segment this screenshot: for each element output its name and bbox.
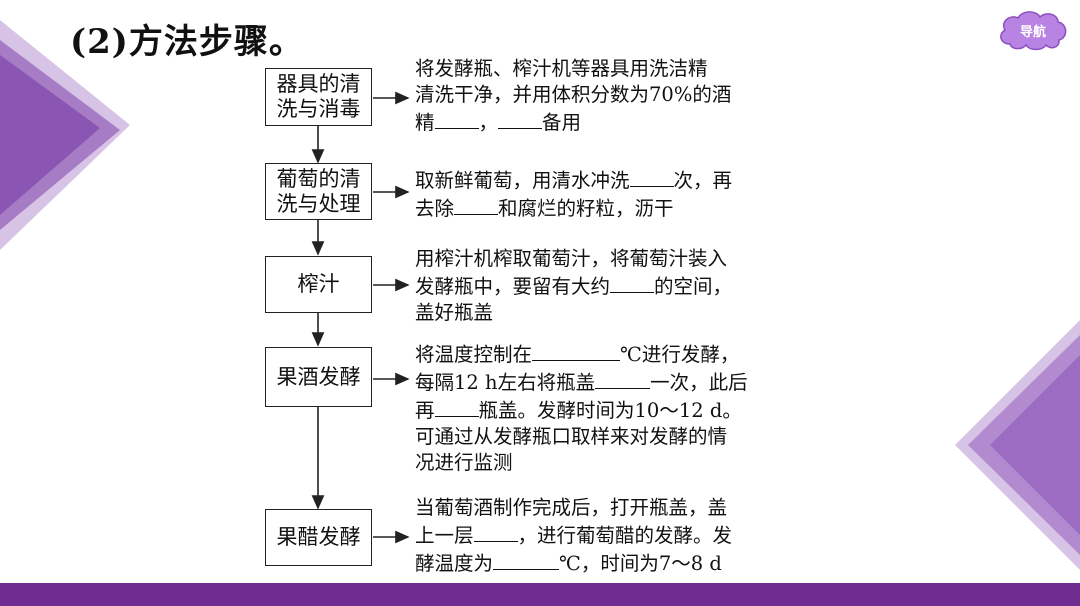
desc-text: 上一层 bbox=[415, 524, 474, 547]
step-box-cleaning: 器具的清洗与消毒 bbox=[265, 68, 372, 126]
slide-title: (2)方法步骤。 bbox=[70, 22, 304, 62]
fill-in-blank bbox=[595, 368, 651, 389]
fill-in-blank bbox=[498, 108, 543, 129]
desc-text: 发酵瓶中，要留有大约 bbox=[415, 275, 611, 298]
desc-text: ℃，时间为7～8 d bbox=[559, 552, 722, 575]
desc-text: 用榨汁机榨取葡萄汁，将葡萄汁装入 bbox=[415, 247, 728, 270]
desc-line: 将发酵瓶、榨汁机等器具用洗洁精 bbox=[415, 56, 835, 82]
desc-text: 瓶盖。发酵时间为10～12 d。 bbox=[478, 399, 742, 422]
desc-text: ， bbox=[478, 111, 499, 134]
desc-line: 精 ， 备用 bbox=[415, 108, 835, 136]
step-desc-juicing: 用榨汁机榨取葡萄汁，将葡萄汁装入发酵瓶中，要留有大约 的空间， 盖好瓶盖 bbox=[415, 246, 835, 326]
desc-line: 可通过从发酵瓶口取样来对发酵的情 bbox=[415, 424, 835, 450]
desc-text: 每隔12 h左右将瓶盖 bbox=[415, 371, 596, 394]
fill-in-blank bbox=[434, 108, 479, 129]
desc-text: 精 bbox=[415, 111, 435, 134]
step-box-vinegar-fermentation: 果醋发酵 bbox=[265, 509, 372, 566]
desc-line: 况进行监测 bbox=[415, 450, 835, 476]
desc-line: 去除 和腐烂的籽粒，沥干 bbox=[415, 194, 835, 222]
desc-text: 盖好瓶盖 bbox=[415, 301, 494, 324]
step-box-grape-processing: 葡萄的清洗与处理 bbox=[265, 163, 372, 220]
desc-text: 去除 bbox=[415, 197, 455, 220]
desc-text: 将发酵瓶、榨汁机等器具用洗洁精 bbox=[415, 57, 708, 80]
desc-text: 和腐烂的籽粒，沥干 bbox=[498, 197, 674, 220]
desc-line: 取新鲜葡萄，用清水冲洗 次，再 bbox=[415, 166, 835, 194]
desc-text: 次，再 bbox=[673, 169, 733, 192]
fill-in-blank bbox=[629, 166, 674, 187]
desc-text: 将温度控制在 bbox=[415, 343, 533, 366]
desc-line: 清洗干净，并用体积分数为70%的酒 bbox=[415, 82, 835, 108]
nav-button[interactable]: 导航 bbox=[996, 8, 1070, 52]
desc-text: 酵温度为 bbox=[415, 552, 494, 575]
fill-in-blank bbox=[493, 549, 560, 570]
desc-text: 的空间， bbox=[654, 275, 733, 298]
step-desc-grape-processing: 取新鲜葡萄，用清水冲洗 次，再去除 和腐烂的籽粒，沥干 bbox=[415, 166, 835, 222]
step-box-wine-fermentation: 果酒发酵 bbox=[265, 347, 372, 407]
step-desc-cleaning: 将发酵瓶、榨汁机等器具用洗洁精清洗干净，并用体积分数为70%的酒精 ， 备用 bbox=[415, 56, 835, 136]
fill-in-blank bbox=[532, 340, 621, 361]
desc-text: ，进行葡萄醋的发酵。发 bbox=[517, 524, 733, 547]
fill-in-blank bbox=[610, 272, 655, 293]
fill-in-blank bbox=[473, 521, 518, 542]
desc-text: ℃进行发酵， bbox=[620, 343, 740, 366]
desc-text: 当葡萄酒制作完成后，打开瓶盖，盖 bbox=[415, 496, 728, 519]
desc-text: 一次，此后 bbox=[650, 371, 748, 394]
desc-text: 再 bbox=[415, 399, 435, 422]
nav-label: 导航 bbox=[1019, 24, 1046, 40]
desc-line: 上一层 ，进行葡萄醋的发酵。发 bbox=[415, 521, 835, 549]
step-desc-wine-fermentation: 将温度控制在 ℃进行发酵， 每隔12 h左右将瓶盖 一次，此后再 瓶盖。发酵时间为10～… bbox=[415, 340, 835, 476]
desc-text: 备用 bbox=[542, 111, 582, 134]
desc-line: 用榨汁机榨取葡萄汁，将葡萄汁装入 bbox=[415, 246, 835, 272]
bottom-accent-bar bbox=[0, 583, 1080, 606]
fill-in-blank bbox=[454, 194, 499, 215]
step-desc-vinegar-fermentation: 当葡萄酒制作完成后，打开瓶盖，盖上一层 ，进行葡萄醋的发酵。发酵温度为 ℃，时间为7… bbox=[415, 495, 835, 577]
desc-line: 发酵瓶中，要留有大约 的空间， bbox=[415, 272, 835, 300]
desc-text: 可通过从发酵瓶口取样来对发酵的情 bbox=[415, 425, 728, 448]
desc-line: 再 瓶盖。发酵时间为10～12 d。 bbox=[415, 396, 835, 424]
step-box-juicing: 榨汁 bbox=[265, 256, 372, 313]
desc-text: 况进行监测 bbox=[415, 451, 513, 474]
desc-text: 清洗干净，并用体积分数为70%的酒 bbox=[415, 83, 732, 106]
desc-line: 将温度控制在 ℃进行发酵， bbox=[415, 340, 835, 368]
cloud-icon bbox=[1000, 11, 1067, 51]
fill-in-blank bbox=[434, 396, 479, 417]
desc-line: 每隔12 h左右将瓶盖 一次，此后 bbox=[415, 368, 835, 396]
desc-line: 当葡萄酒制作完成后，打开瓶盖，盖 bbox=[415, 495, 835, 521]
desc-line: 盖好瓶盖 bbox=[415, 300, 835, 326]
desc-line: 酵温度为 ℃，时间为7～8 d bbox=[415, 549, 835, 577]
desc-text: 取新鲜葡萄，用清水冲洗 bbox=[415, 169, 630, 192]
